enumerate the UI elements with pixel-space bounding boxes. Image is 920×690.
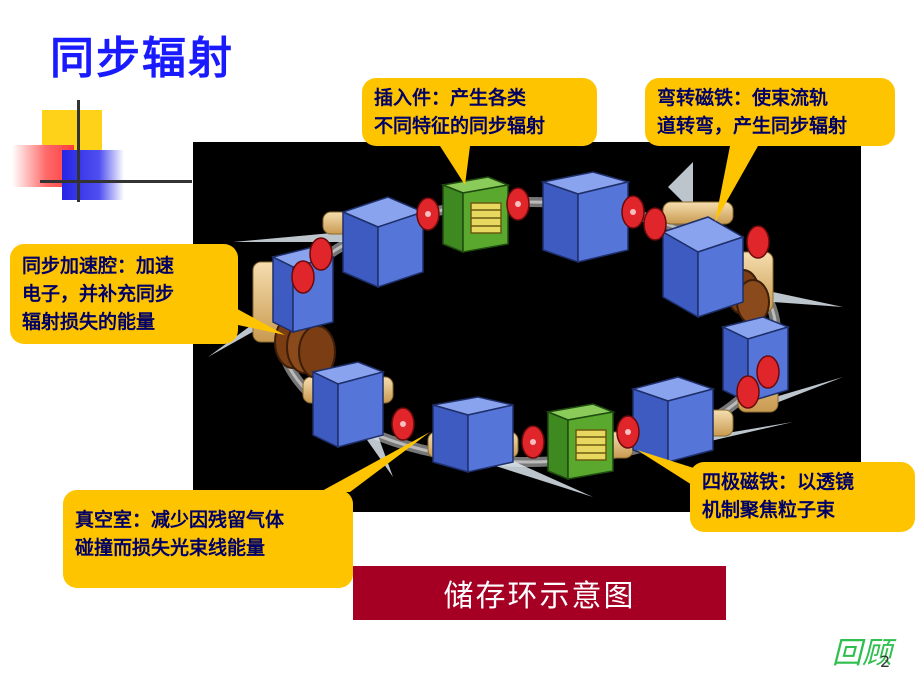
decor-horizontal-line [40, 180, 192, 183]
diagram-caption: 储存环示意图 [353, 566, 726, 620]
pointer-vacuum-chamber [320, 432, 430, 492]
callout-line: 辐射损失的能量 [22, 311, 156, 333]
callout-line: 插入件：产生各类 [374, 87, 527, 109]
beamline-fan [773, 292, 843, 307]
pointer-insertion-device [440, 146, 470, 185]
callout-line: 碰撞而损失光束线能量 [75, 537, 266, 559]
callout-line: 道转弯，产生同步辐射 [657, 115, 848, 137]
rf-cavity [274, 315, 336, 379]
decor-vertical-line [77, 100, 80, 202]
decor-blue-square [62, 150, 124, 200]
insertion-devices [440, 176, 616, 481]
bending-magnets [270, 171, 791, 473]
callout-insertion-device: 插入件：产生各类 不同特征的同步辐射 [362, 78, 597, 146]
beamline-fan [668, 162, 693, 212]
storage-ring-illustration [208, 162, 843, 497]
callout-line: 不同特征的同步辐射 [374, 115, 546, 137]
callout-line: 机制聚焦粒子束 [702, 499, 836, 521]
pointer-rf-cavity [230, 305, 285, 335]
callout-line: 真空室：减少因残留气体 [75, 509, 285, 531]
callout-vacuum-chamber: 真空室：减少因残留气体 碰撞而损失光束线能量 [63, 490, 353, 588]
callout-bending-magnet: 弯转磁铁：使束流轨 道转弯，产生同步辐射 [645, 78, 895, 146]
page-number: 2 [880, 652, 891, 671]
callout-rf-cavity: 同步加速腔：加速 电子，并补充同步 辐射损失的能量 [10, 244, 238, 344]
slide-title: 同步辐射 [50, 33, 234, 84]
callout-line: 弯转磁铁：使束流轨 [657, 87, 829, 109]
callout-quadrupole: 四极磁铁：以透镜 机制聚焦粒子束 [690, 462, 915, 532]
callout-line: 电子，并补充同步 [22, 283, 175, 305]
storage-ring-diagram [193, 142, 861, 512]
review-link[interactable]: 回顾 [832, 636, 892, 671]
callout-line: 四极磁铁：以透镜 [702, 471, 855, 493]
callout-line: 同步加速腔：加速 [22, 255, 175, 277]
pointer-bending-magnet [715, 146, 758, 222]
pointer-quadrupole [637, 450, 700, 490]
